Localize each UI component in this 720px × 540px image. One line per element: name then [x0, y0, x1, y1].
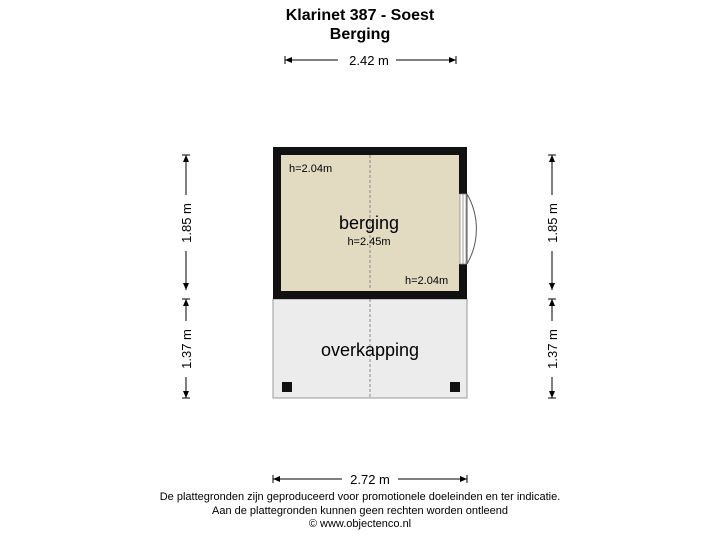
dimension-top-label: 2.42 m: [349, 53, 389, 68]
room-berging: h=2.04m h=2.04m berging h=2.45m: [273, 147, 477, 299]
post-right: [450, 382, 460, 392]
dimension-bottom-label: 2.72 m: [350, 472, 390, 487]
berging-label: berging: [339, 213, 399, 233]
ceiling-height-bottom-right: h=2.04m: [405, 275, 448, 287]
dimension-right-upper-label: 1.85 m: [545, 203, 560, 243]
room-overkapping: overkapping: [272, 298, 468, 399]
dimension-right-upper: 1.85 m: [544, 154, 560, 290]
dimension-top: 2.42 m: [284, 52, 457, 68]
dimension-left-lower-label: 1.37 m: [179, 329, 194, 369]
dimension-bottom: 2.72 m: [272, 471, 468, 487]
dimension-left-upper-label: 1.85 m: [179, 203, 194, 243]
copyright: © www.objectenco.nl: [308, 518, 412, 530]
dimension-left-upper: 1.85 m: [178, 154, 194, 290]
dimension-right-lower: 1.37 m: [544, 298, 560, 399]
berging-height: h=2.45m: [347, 236, 390, 248]
plan-subtitle: Berging: [329, 26, 391, 43]
post-left: [282, 382, 292, 392]
overkapping-label: overkapping: [321, 340, 419, 360]
plan-title: Klarinet 387 - Soest: [285, 7, 435, 24]
disclaimer-line-1: De plattegronden zijn geproduceerd voor …: [159, 491, 561, 503]
dimension-left-lower: 1.37 m: [178, 298, 194, 399]
disclaimer-line-2: Aan de plattegronden kunnen geen rechten…: [211, 505, 508, 517]
door: [466, 193, 477, 265]
ceiling-height-top-left: h=2.04m: [289, 163, 332, 175]
dimension-right-lower-label: 1.37 m: [545, 329, 560, 369]
